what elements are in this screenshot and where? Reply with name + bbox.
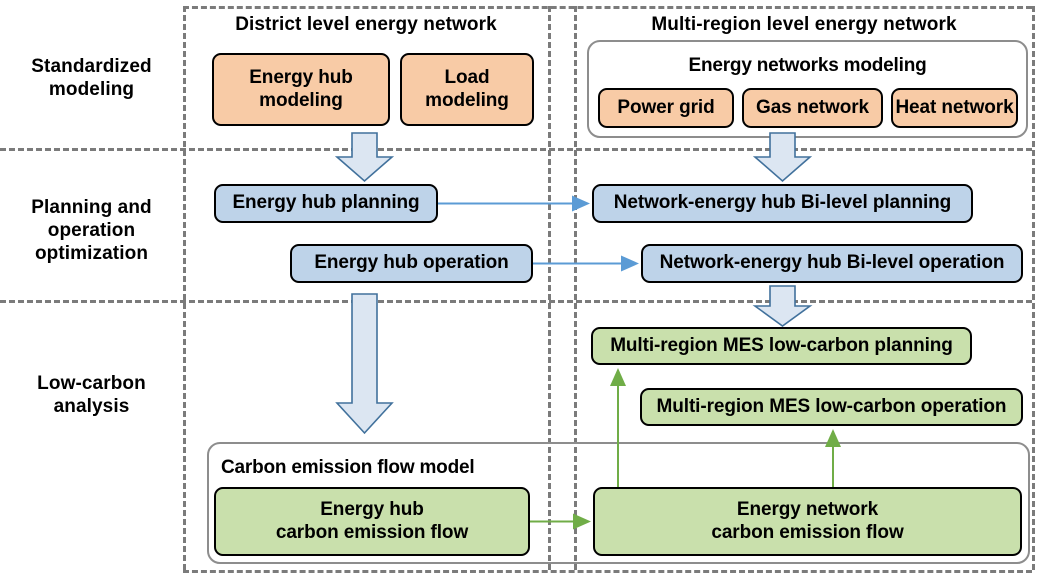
node-load-modeling[interactable]: Load modeling bbox=[400, 53, 534, 126]
row-label-line: analysis bbox=[53, 396, 130, 418]
node-label: Energy hub planning bbox=[232, 192, 420, 214]
node-power-grid[interactable]: Power grid bbox=[598, 88, 734, 128]
row-label-low-carbon-analysis: Low-carbon analysis bbox=[4, 372, 179, 418]
node-energy-hub-operation[interactable]: Energy hub operation bbox=[290, 244, 533, 283]
node-label-line: modeling bbox=[259, 89, 343, 111]
node-label-line: modeling bbox=[425, 89, 509, 111]
block-arrow-district-planning-to-lowcarbon bbox=[335, 293, 394, 435]
column-caption-multi-region: Multi-region level energy network bbox=[651, 14, 957, 35]
node-energy-hub-modeling[interactable]: Energy hub modeling bbox=[212, 53, 390, 126]
node-network-energy-hub-bilevel-operation[interactable]: Network-energy hub Bi-level operation bbox=[641, 244, 1023, 283]
group-title-carbon-emission-flow-model: Carbon emission flow model bbox=[221, 457, 475, 478]
node-label-line: Energy hub bbox=[320, 498, 424, 520]
node-mr-mes-low-carbon-planning[interactable]: Multi-region MES low-carbon planning bbox=[591, 327, 972, 365]
node-energy-hub-carbon-emission-flow[interactable]: Energy hub carbon emission flow bbox=[214, 487, 530, 556]
node-label: Heat network bbox=[895, 96, 1014, 118]
block-arrow-multiregion-modeling-to-planning bbox=[752, 132, 813, 183]
row-label-line: optimization bbox=[34, 243, 149, 265]
node-label: Power grid bbox=[617, 96, 715, 118]
frame-right-col-end bbox=[1032, 6, 1035, 570]
node-label-line: carbon emission flow bbox=[275, 521, 469, 543]
frame-right-col-start bbox=[574, 6, 577, 570]
row-label-line: Planning and bbox=[31, 197, 152, 218]
row-label-planning-operation: Planning and operation optimization bbox=[4, 196, 179, 266]
node-label: Energy hub operation bbox=[314, 252, 509, 274]
frame-row2-divider bbox=[0, 300, 1032, 303]
node-heat-network[interactable]: Heat network bbox=[891, 88, 1018, 128]
node-network-energy-hub-bilevel-planning[interactable]: Network-energy hub Bi-level planning bbox=[592, 184, 973, 223]
node-gas-network[interactable]: Gas network bbox=[742, 88, 883, 128]
row-label-line: modeling bbox=[48, 79, 135, 101]
block-arrow-multiregion-planning-to-lowcarbon bbox=[752, 285, 813, 327]
group-title-energy-networks-modeling: Energy networks modeling bbox=[688, 55, 927, 76]
row-label-line: Standardized bbox=[31, 56, 152, 77]
frame-row1-divider bbox=[0, 148, 1032, 151]
frame-left-col-start bbox=[183, 6, 186, 570]
node-label: Network-energy hub Bi-level operation bbox=[659, 252, 1005, 274]
frame-bottom-line bbox=[183, 570, 1032, 573]
row-label-standardized-modeling: Standardized modeling bbox=[4, 55, 179, 101]
row-label-line: Low-carbon bbox=[37, 373, 146, 394]
node-label: Gas network bbox=[756, 96, 869, 118]
row-label-line: operation bbox=[47, 220, 136, 242]
node-label: Network-energy hub Bi-level planning bbox=[613, 192, 952, 214]
node-mr-mes-low-carbon-operation[interactable]: Multi-region MES low-carbon operation bbox=[640, 388, 1023, 426]
node-label: Multi-region MES low-carbon planning bbox=[610, 334, 953, 356]
node-label-line: Load bbox=[444, 66, 490, 88]
node-energy-network-carbon-emission-flow[interactable]: Energy network carbon emission flow bbox=[593, 487, 1022, 556]
node-label: Multi-region MES low-carbon operation bbox=[656, 395, 1007, 417]
frame-top-line bbox=[183, 6, 1032, 9]
block-arrow-district-modeling-to-planning bbox=[334, 132, 395, 183]
frame-left-col-end bbox=[548, 6, 551, 570]
node-label-line: Energy network bbox=[736, 498, 879, 520]
node-energy-hub-planning[interactable]: Energy hub planning bbox=[214, 184, 438, 223]
node-label-line: Energy hub bbox=[249, 66, 353, 88]
column-caption-district: District level energy network bbox=[235, 14, 497, 35]
node-label-line: carbon emission flow bbox=[711, 521, 904, 543]
